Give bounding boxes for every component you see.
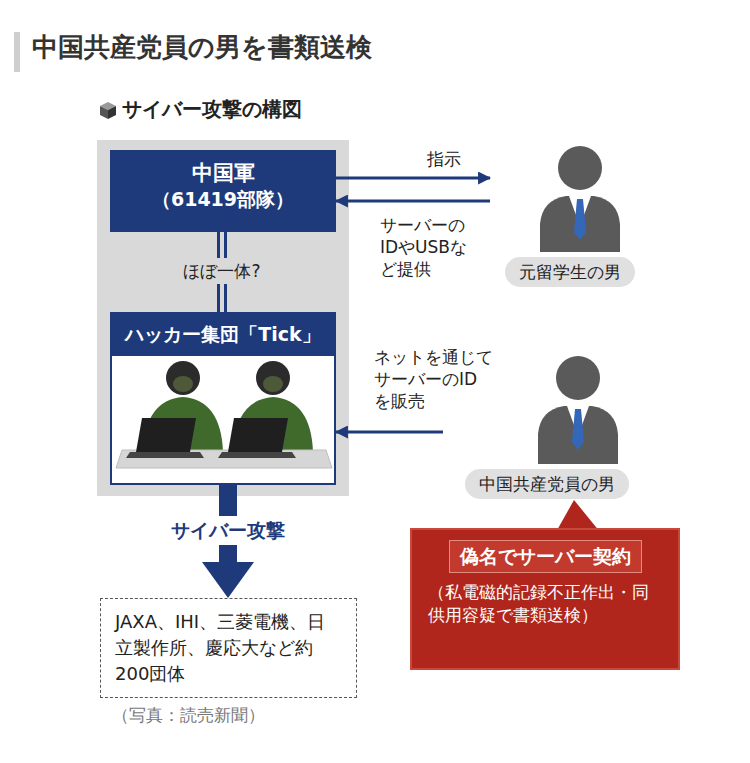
cube-left <box>100 106 108 119</box>
cube-icon <box>100 102 116 119</box>
cube-right <box>108 106 116 119</box>
person-icon <box>540 146 620 252</box>
connector-line <box>336 177 490 180</box>
hacker-figures <box>116 361 332 468</box>
desk <box>116 450 332 468</box>
grey-panel <box>97 140 349 496</box>
person-label: 中国共産党員の男 <box>465 469 629 499</box>
flow-arrow <box>336 178 490 179</box>
person-head <box>556 356 600 400</box>
connector-line <box>336 200 490 203</box>
person-node: 元留学生の男 <box>490 140 650 287</box>
person-icon <box>538 356 618 464</box>
connector-label: ネットを通じてサーバーのIDを販売 <box>372 344 496 414</box>
laptop-base <box>218 452 296 458</box>
callout-box: 偽名でサーバー契約 （私電磁的記録不正作出・同供用容疑で書類送検） <box>410 528 680 670</box>
hacker-face-glow <box>263 376 283 392</box>
hacker-group-box: ハッカー集団「Tick」 <box>110 312 336 485</box>
army-name: 中国軍 <box>118 160 328 187</box>
connector-line <box>336 431 443 434</box>
flow-arrow <box>336 432 443 433</box>
person-body <box>538 406 618 464</box>
person-tie <box>572 409 584 450</box>
person-body <box>540 196 620 252</box>
arrow-head <box>202 562 254 598</box>
person-head <box>558 146 602 190</box>
hacker-head <box>256 361 290 395</box>
hacker-head <box>166 361 200 395</box>
target-list: JAXA、IHI、三菱電機、日立製作所、慶応大など約200団体 <box>115 609 342 687</box>
person-tie <box>574 199 586 240</box>
person-label: 元留学生の男 <box>505 257 635 287</box>
unit-number: （61419部隊） <box>118 187 328 212</box>
charge-note: （私電磁的記録不正作出・同供用容疑で書類送検） <box>428 581 662 629</box>
photo-credit: （写真：読売新聞） <box>112 704 265 727</box>
hacker-face-glow <box>173 376 193 392</box>
target-box: JAXA、IHI、三菱電機、日立製作所、慶応大など約200団体 <box>100 598 357 698</box>
laptop-screen <box>228 418 288 452</box>
connector-label: ほぼ一体? <box>172 258 272 284</box>
connector-label: 指示 <box>404 146 484 172</box>
connector-label: サーバーのIDやUSBなど提供 <box>378 212 478 282</box>
group-name: ハッカー集団「Tick」 <box>112 314 334 356</box>
army-box: 中国軍（61419部隊） <box>110 150 336 232</box>
laptop-base <box>126 452 204 458</box>
callout-heading: 偽名でサーバー契約 <box>449 540 642 573</box>
connector-label: サイバー攻撃 <box>158 516 298 545</box>
flow-arrow <box>336 201 490 202</box>
laptop-screen <box>136 418 196 452</box>
figure-heading: サイバー攻撃の構図 <box>122 96 302 123</box>
tick-body <box>112 354 334 483</box>
title-bar <box>14 32 20 72</box>
page-title: 中国共産党員の男を書類送検 <box>32 30 372 65</box>
